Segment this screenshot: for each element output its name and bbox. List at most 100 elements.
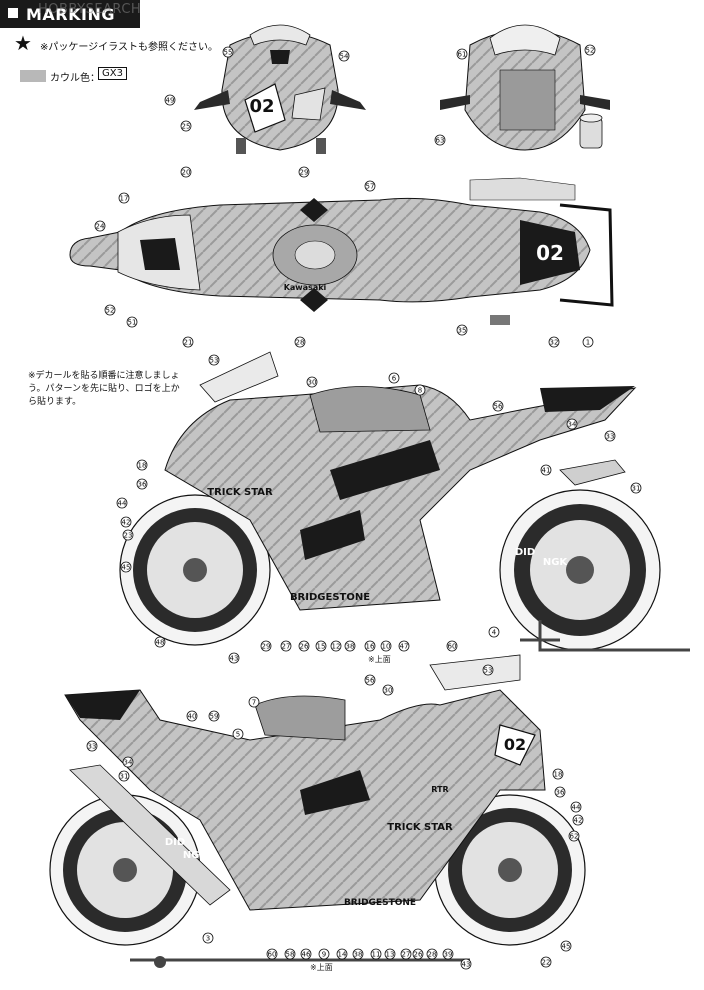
svg-text:45: 45: [122, 564, 131, 572]
cowl-color-swatch: [20, 70, 46, 82]
svg-text:31: 31: [632, 485, 641, 493]
svg-text:47: 47: [400, 643, 409, 651]
svg-text:27: 27: [282, 643, 291, 651]
callout-right-side-41: 41: [540, 464, 552, 476]
callout-right-side-60: 60: [446, 640, 458, 652]
svg-text:36: 36: [138, 481, 147, 489]
svg-text:26: 26: [414, 951, 423, 959]
svg-text:60: 60: [268, 951, 277, 959]
svg-text:14: 14: [338, 951, 347, 959]
front-race-number: 02: [249, 96, 274, 117]
svg-text:28: 28: [428, 951, 437, 959]
header-bar: MARKING: [0, 0, 140, 28]
svg-text:21: 21: [184, 339, 193, 347]
callout-left-side-30: 30: [382, 684, 394, 696]
svg-text:17: 17: [120, 195, 129, 203]
svg-text:8: 8: [418, 387, 422, 395]
svg-text:44: 44: [572, 804, 581, 812]
svg-text:51: 51: [128, 319, 137, 327]
callout-left-side-33: 33: [86, 740, 98, 752]
svg-text:7: 7: [252, 699, 256, 707]
svg-text:22: 22: [542, 959, 551, 967]
callout-front-view-49: 49: [164, 94, 176, 106]
callout-left-side-7: 7: [248, 696, 260, 708]
svg-text:20: 20: [182, 169, 191, 177]
svg-text:33: 33: [606, 433, 615, 441]
svg-text:28: 28: [296, 339, 305, 347]
svg-text:53: 53: [210, 357, 219, 365]
callout-left-side-3: 3: [202, 932, 214, 944]
callout-front-view-55: 55: [222, 46, 234, 58]
callout-top-view-51: 51: [126, 316, 138, 328]
svg-text:29: 29: [300, 169, 309, 177]
callout-top-view-20: 20: [180, 166, 192, 178]
svg-text:57: 57: [366, 183, 375, 191]
callout-left-side-14: 14: [336, 948, 348, 960]
svg-text:30: 30: [308, 379, 317, 387]
svg-text:45: 45: [562, 943, 571, 951]
callout-right-side-29: 29: [260, 640, 272, 652]
svg-text:6: 6: [392, 375, 397, 383]
svg-text:10: 10: [382, 643, 391, 651]
callout-right-side-47: 47: [398, 640, 410, 652]
right-sponsor-trickstar: TRICK STAR: [207, 487, 273, 498]
svg-text:49: 49: [166, 97, 175, 105]
callout-right-side-4: 4: [488, 626, 500, 638]
callout-left-side-27: 27: [400, 948, 412, 960]
callout-left-side-53: 53: [482, 664, 494, 676]
callout-right-side-33: 33: [604, 430, 616, 442]
callout-right-side-56: 56: [492, 400, 504, 412]
callout-left-side-22: 22: [540, 956, 552, 968]
callout-right-side-16: 16: [364, 640, 376, 652]
left-sponsor-trickstar: TRICK STAR: [387, 822, 453, 833]
right-side-view: BRIDGESTONE TRICK STAR DID NGK: [119, 351, 690, 652]
callout-right-side-26: 26: [298, 640, 310, 652]
callout-front-view-54: 54: [338, 50, 350, 62]
callout-left-side-44: 44: [570, 801, 582, 813]
left-side-view: 02 TRICK STAR BRIDGESTONE DID NGK RTR: [49, 654, 586, 968]
svg-text:38: 38: [354, 951, 363, 959]
svg-text:38: 38: [346, 643, 355, 651]
svg-text:18: 18: [138, 462, 147, 470]
svg-text:12: 12: [332, 643, 341, 651]
callout-left-side-11: 11: [370, 948, 382, 960]
callout-left-side-62: 62: [568, 830, 580, 842]
svg-text:5: 5: [236, 731, 240, 739]
callout-right-side-10: 10: [380, 640, 392, 652]
svg-text:56: 56: [494, 403, 503, 411]
svg-text:58: 58: [286, 951, 295, 959]
svg-text:13: 13: [386, 951, 395, 959]
svg-text:29: 29: [262, 643, 271, 651]
svg-text:43: 43: [462, 961, 471, 969]
svg-text:41: 41: [542, 467, 551, 475]
callout-left-side-36: 36: [554, 786, 566, 798]
left-sponsor-ngk: NGK: [183, 850, 209, 861]
callout-left-side-31: 31: [118, 770, 130, 782]
callout-rear-view-63: 63: [434, 134, 446, 146]
right-sponsor-did: DID: [515, 547, 535, 558]
callout-right-side-15: 15: [315, 640, 327, 652]
callout-right-side-6: 6: [388, 372, 400, 384]
callout-left-side-40: 40: [186, 710, 198, 722]
callout-left-side-58: 58: [284, 948, 296, 960]
callout-right-side-42: 42: [120, 516, 132, 528]
svg-text:33: 33: [88, 743, 97, 751]
svg-text:46: 46: [302, 951, 311, 959]
callout-left-side-39: 39: [442, 948, 454, 960]
callout-front-view-25: 25: [180, 120, 192, 132]
svg-text:36: 36: [556, 789, 565, 797]
callout-left-side-13: 13: [384, 948, 396, 960]
callout-right-side-31: 31: [630, 482, 642, 494]
callout-right-side-34: 34: [566, 418, 578, 430]
svg-text:1: 1: [586, 339, 590, 347]
left-sponsor-bridgestone: BRIDGESTONE: [344, 898, 416, 908]
svg-text:55: 55: [224, 49, 233, 57]
svg-text:4: 4: [492, 629, 497, 637]
callout-left-side-28: 28: [426, 948, 438, 960]
callout-left-side-59: 59: [208, 710, 220, 722]
svg-text:40: 40: [188, 713, 197, 721]
callout-rear-view-52: 52: [584, 44, 596, 56]
header-square-icon: [8, 8, 18, 18]
